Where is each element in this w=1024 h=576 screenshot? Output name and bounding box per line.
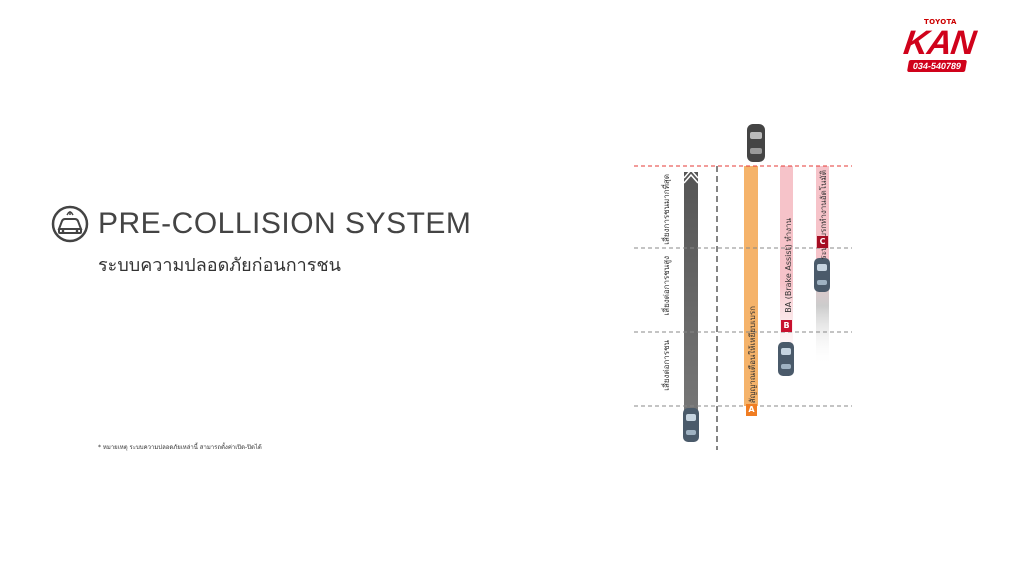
stage-a-label: สัญญาณเตือนให้เหยียบเบรก xyxy=(746,306,759,403)
car-c-icon xyxy=(814,258,830,292)
logo-phone: 034-540789 xyxy=(907,60,967,72)
car-b-icon xyxy=(778,342,794,376)
footnote: * หมายเหตุ ระบบความปลอดภัยเหล่านี้ สามาร… xyxy=(98,442,262,452)
page-subtitle: ระบบความปลอดภัยก่อนการชน xyxy=(98,250,341,279)
zone-label-2: เสี่ยงต่อการชนสูง xyxy=(660,256,673,316)
logo-name: KAN xyxy=(901,24,977,63)
title-row: PRE-COLLISION SYSTEM xyxy=(50,204,471,244)
zone-label-3: เสี่ยงต่อการชน xyxy=(660,340,673,391)
page-title: PRE-COLLISION SYSTEM xyxy=(98,207,471,241)
pre-collision-icon xyxy=(50,204,90,244)
stage-b-badge: B xyxy=(781,320,792,332)
obstacle-car-icon xyxy=(747,124,765,162)
road-band xyxy=(684,172,698,422)
zone-label-1: เสี่ยงการชนมากที่สุด xyxy=(660,174,673,245)
stage-a-badge: A xyxy=(746,404,757,416)
kan-logo: TOYOTA KAN 034-540789 xyxy=(900,18,1000,74)
stage-b-label: BA (Brake Assist) ทำงาน xyxy=(782,218,795,313)
collision-diagram: เสี่ยงการชนมากที่สุด เสี่ยงต่อการชนสูง เ… xyxy=(620,120,860,460)
own-car-icon xyxy=(683,408,699,442)
stage-c-badge: C xyxy=(817,236,828,248)
